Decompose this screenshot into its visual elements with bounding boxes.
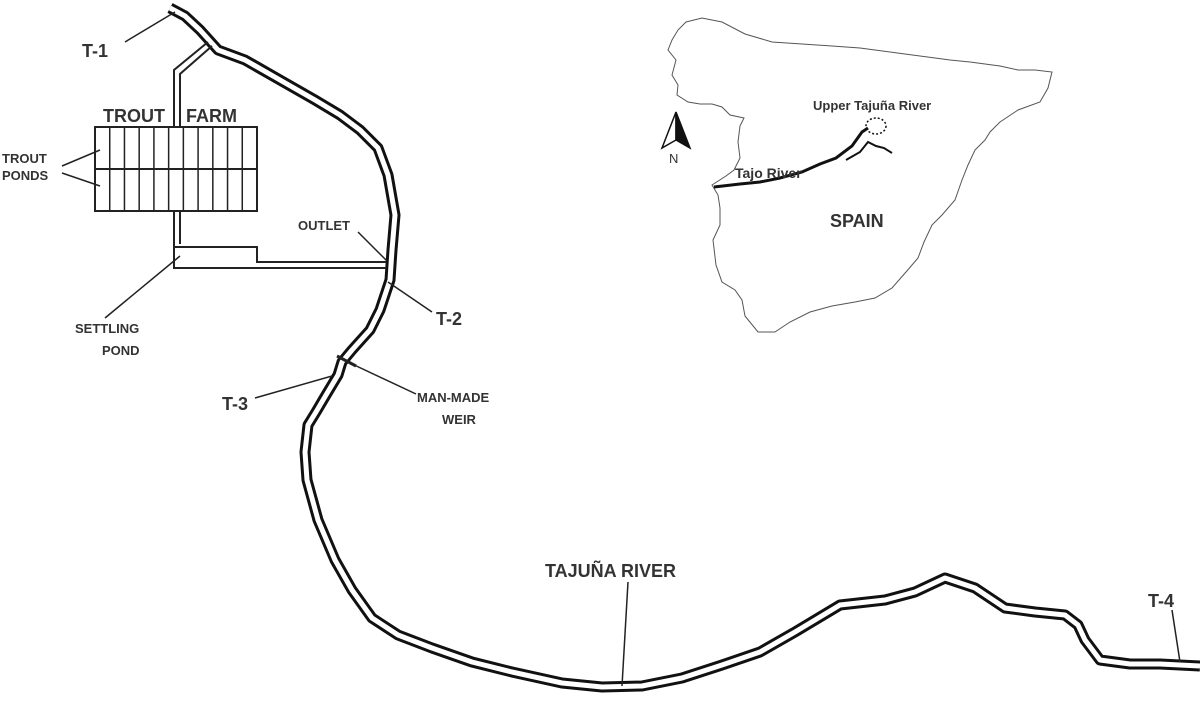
- north-arrow-icon: [660, 111, 692, 150]
- label-t4: T-4: [1148, 591, 1174, 611]
- label-trout-ponds-2: PONDS: [2, 168, 49, 183]
- pond-dividers: [108, 127, 244, 211]
- label-t2: T-2: [436, 309, 462, 329]
- intake-channel: [173, 41, 213, 127]
- inset-map: N Upper Tajuña River Tajo River SPAIN: [660, 17, 1053, 333]
- spain-outline: [667, 17, 1053, 333]
- label-t3: T-3: [222, 394, 248, 414]
- inset-tajo-river-label: Tajo River: [735, 165, 802, 181]
- trout-farm: [94, 41, 386, 269]
- label-tajuna-river: TAJUÑA RIVER: [545, 560, 676, 581]
- leader-lines: [61, 11, 1181, 687]
- label-weir-1: MAN-MADE: [417, 390, 490, 405]
- tajo-river-line: [713, 126, 869, 189]
- settling-pond: [173, 211, 386, 269]
- inset-north-label: N: [669, 151, 678, 166]
- upper-tajuna-line: [845, 140, 893, 161]
- label-settling-pond-2: POND: [102, 343, 140, 358]
- inset-upper-tajuna-label: Upper Tajuña River: [813, 98, 931, 113]
- label-settling-pond-1: SETTLING: [75, 321, 139, 336]
- label-trout-farm-2: FARM: [186, 106, 237, 126]
- label-outlet: OUTLET: [298, 218, 350, 233]
- label-trout-ponds-1: TROUT: [2, 151, 47, 166]
- label-trout-farm-1: TROUT: [103, 106, 165, 126]
- tajuna-river: [167, 3, 1200, 693]
- label-t1: T-1: [82, 41, 108, 61]
- upper-tajuna-marker: [865, 117, 887, 135]
- inset-spain-label: SPAIN: [830, 211, 884, 231]
- outflow-channel: [173, 211, 386, 263]
- label-weir-2: WEIR: [442, 412, 477, 427]
